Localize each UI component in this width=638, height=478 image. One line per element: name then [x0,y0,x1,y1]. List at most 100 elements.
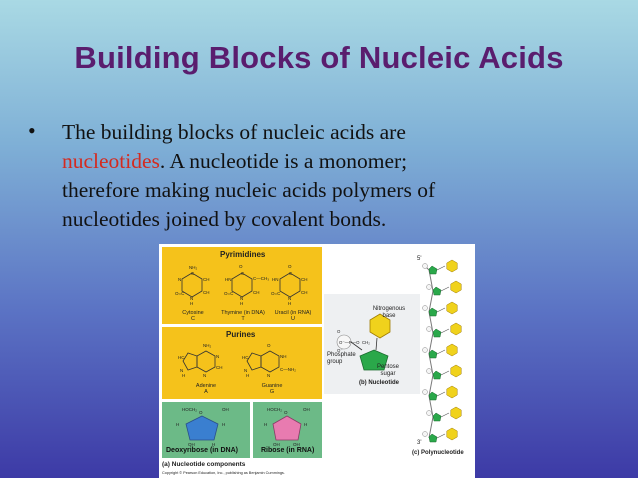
phosphate-unit [426,284,432,290]
purines-title: Purines [226,330,256,339]
svg-text:O: O [288,264,292,269]
svg-text:N: N [190,296,193,301]
svg-text:O: O [267,343,271,348]
strand-backbone [424,265,434,439]
phosphate-unit [422,263,428,269]
sugar-unit [432,370,442,380]
sugar-unit [428,433,438,443]
nucleotide-caption: (b) Nucleotide [359,380,399,386]
phosphate-chem: O⁻—P—O [339,340,360,345]
sugar-unit [428,349,438,359]
phosphate-unit [422,347,428,353]
deoxyribose-label: Deoxyribose (in DNA) [166,447,238,454]
phosphate-unit [422,305,428,311]
bullet-text: The building blocks of nucleic acids are… [62,118,622,234]
polynucleotide-strand [422,259,462,443]
svg-text:OH: OH [222,407,229,412]
svg-text:O⁻: O⁻ [337,348,343,353]
svg-text:N: N [203,373,206,378]
phosphate-unit [426,326,432,332]
caption-uracil: Uracil (in RNA)U [274,310,312,322]
glycosidic-bond [440,286,450,292]
base-unit [446,343,458,357]
sugar-unit [428,265,438,275]
svg-text:N: N [267,373,270,378]
polynucleotide-caption: (c) Polynucleotide [412,450,464,456]
svg-text:N: N [240,296,243,301]
base-unit [446,427,458,441]
svg-text:N: N [180,368,183,373]
svg-text:O: O [337,329,341,334]
svg-text:HOCH₂: HOCH₂ [267,407,282,412]
svg-text:H: H [190,301,193,306]
base-unit [446,301,458,315]
svg-text:O: O [199,410,203,415]
nucleotide-diagram: O O⁻ CH₂ [336,313,391,371]
text-line3: therefore making nucleic acids polymers … [62,178,436,202]
svg-text:N: N [178,277,181,282]
svg-text:HN: HN [272,277,279,282]
ch2-label: CH₂ [362,340,370,345]
text-part2: . A nucleotide is a monomer; [159,149,408,173]
base-unit [446,385,458,399]
svg-text:H: H [240,301,243,306]
svg-text:H: H [304,422,307,427]
text-line4: nucleotides joined by covalent bonds. [62,207,387,231]
base-unit [450,280,462,294]
svg-text:CH: CH [301,290,308,295]
svg-text:OH: OH [293,442,300,447]
svg-text:O=C: O=C [224,291,234,296]
svg-text:CH: CH [203,290,210,295]
svg-text:NH₂: NH₂ [203,343,211,348]
phosphate-unit [426,410,432,416]
base-unit [450,406,462,420]
base-unit [450,322,462,336]
glycosidic-bond [436,307,446,313]
glycosidic-bond [436,349,446,355]
svg-text:H: H [288,301,291,306]
caption-thymine: Thymine (in DNA)T [221,310,265,322]
phosphate-unit [422,431,428,437]
svg-text:H: H [176,422,179,427]
glycosidic-bond [436,391,446,397]
glycosidic-bond [440,370,450,376]
svg-text:HOCH₂: HOCH₂ [182,407,197,412]
sugar-unit [428,391,438,401]
svg-text:HC: HC [178,355,185,360]
svg-text:NH₂: NH₂ [189,265,197,270]
svg-text:C—CH₃: C—CH₃ [253,276,269,281]
svg-text:O=C: O=C [271,291,281,296]
phosphate-unit [422,389,428,395]
copyright-text: Copyright © Pearson Education, Inc., pub… [162,471,285,475]
svg-text:C: C [191,271,195,276]
nitrogenous-base-label: Nitrogenous base [372,306,406,319]
svg-text:HN: HN [225,277,232,282]
svg-text:H: H [212,442,215,447]
svg-text:N: N [288,296,291,301]
svg-text:H: H [182,373,185,378]
base-unit [450,364,462,378]
svg-text:H: H [246,373,249,378]
sugar-unit [432,412,442,422]
highlight-nucleotides: nucleotides [62,149,160,173]
glycosidic-bond [436,433,446,439]
pentose-sugar-label: Pentose sugar [376,364,400,377]
svg-text:CH: CH [203,277,210,282]
svg-text:OH: OH [303,407,310,412]
svg-text:O: O [284,410,288,415]
five-prime-label: 5' [417,256,422,262]
phosphate-unit [426,368,432,374]
sugar-unit [432,328,442,338]
svg-text:C—NH₂: C—NH₂ [280,367,296,372]
svg-text:O: O [239,264,243,269]
